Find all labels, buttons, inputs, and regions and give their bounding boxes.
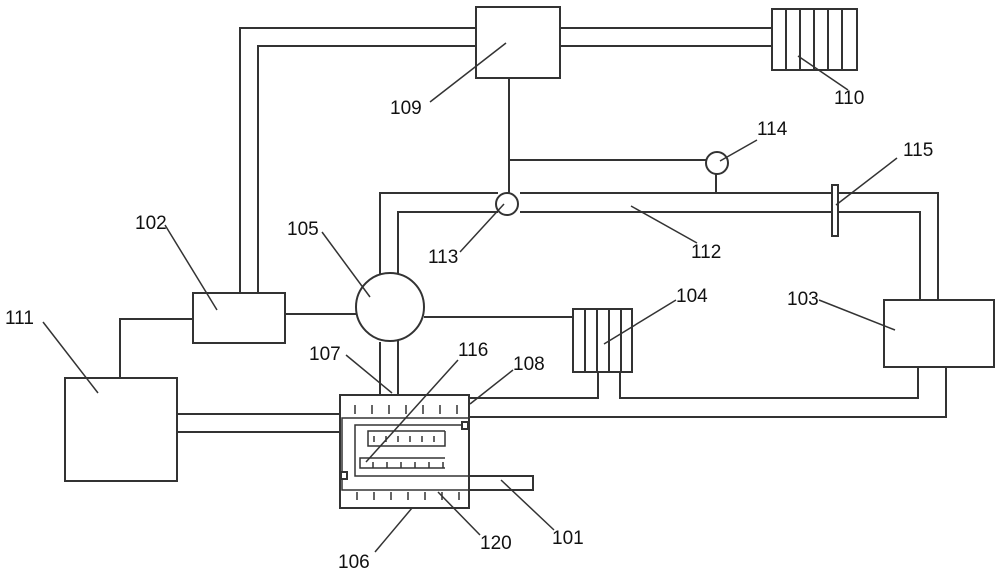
valve-113 [495,192,519,216]
label-108: 108 [513,354,545,375]
label-103: 103 [787,289,819,310]
pipe-101 [469,475,534,491]
pipe-111-to-102 [119,318,193,378]
fins-middle-lower [372,462,444,468]
box-111 [64,377,178,482]
label-115: 115 [903,140,933,161]
exchanger-104 [572,308,633,373]
box-103 [883,299,995,368]
label-104: 104 [676,286,708,307]
gauge-114 [705,151,729,175]
pipe-104-103-return [469,367,947,418]
box-102 [192,292,286,344]
label-106: 106 [338,552,370,573]
label-109: 109 [390,98,422,119]
label-114: 114 [757,119,788,140]
radiator-110 [771,8,858,71]
sensor-108 [461,421,469,430]
fins-top [354,405,458,414]
label-120: 120 [480,533,512,554]
vessel-106 [339,394,534,509]
pipe-109-to-110 [560,27,772,47]
pump-105 [355,272,425,342]
flange-115 [831,184,839,237]
pipe-109-to-114 [508,78,717,196]
pipe-111-to-106 [175,413,340,433]
label-102: 102 [135,213,167,234]
leader-lines [42,42,898,553]
label-116: 116 [458,340,488,361]
box-109 [475,6,561,79]
label-101: 101 [552,528,584,549]
label-107: 107 [309,344,341,365]
label-113: 113 [428,247,458,268]
pipe-105-to-106 [379,340,399,395]
pipe-112-loop [379,192,939,300]
label-112: 112 [691,242,721,263]
pipe-102-105-104 [285,313,573,318]
label-105: 105 [287,219,319,240]
pipe-102-to-109 [239,27,476,292]
fins-middle-upper [373,436,435,442]
label-111: 111 [5,308,34,329]
label-110: 110 [834,88,864,109]
sensor-left [340,471,348,480]
